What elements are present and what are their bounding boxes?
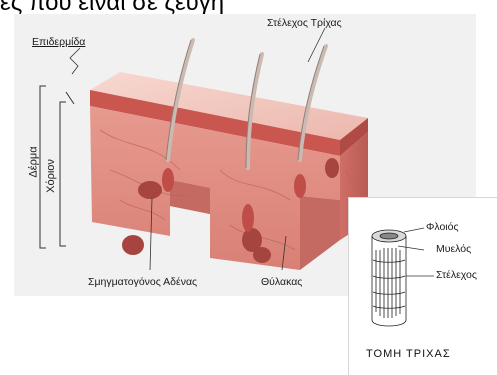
inset-title: ΤΟΜΗ ΤΡΙΧΑΣ — [366, 348, 451, 360]
label-shaft: Στέλεχος — [436, 269, 477, 281]
label-medulla: Μυελός — [436, 243, 471, 255]
label-cortex: Φλοιός — [426, 221, 459, 233]
